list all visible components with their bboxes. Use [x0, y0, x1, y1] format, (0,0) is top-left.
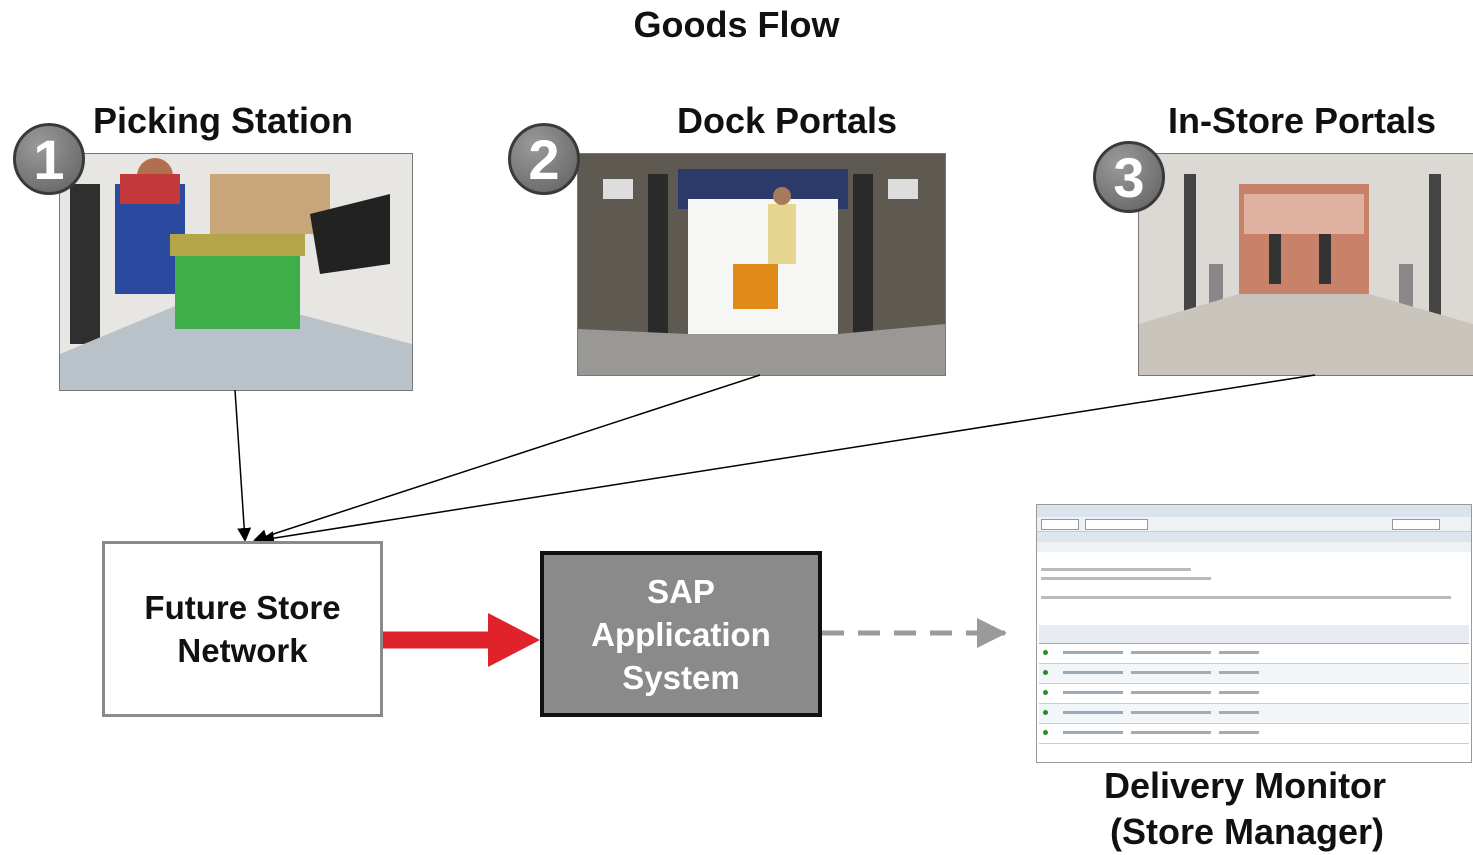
monitor-table	[1039, 625, 1469, 744]
network-box-line1: Future Store	[144, 589, 341, 626]
table-row	[1039, 724, 1469, 744]
dock-portal-photo	[577, 153, 946, 376]
future-store-network-box: Future Store Network	[102, 541, 383, 717]
in-store-portal-illustration	[1139, 154, 1473, 375]
network-to-sap-arrowhead	[488, 613, 540, 667]
table-row	[1039, 684, 1469, 704]
station-1-caption: Picking Station	[93, 100, 354, 141]
table-row	[1039, 704, 1469, 724]
monitor-caption-line2: (Store Manager)	[1110, 811, 1385, 852]
sap-box-line1: SAP	[647, 572, 715, 610]
dock-portal-illustration	[578, 154, 945, 375]
monitor-button	[1392, 519, 1440, 530]
monitor-text-line	[1037, 566, 1471, 575]
delivery-monitor-screenshot	[1036, 504, 1472, 763]
diagram-title: Goods Flow	[633, 4, 840, 45]
sap-box-line2: Application	[591, 615, 771, 653]
step-2-badge: 2	[508, 123, 580, 195]
dock-to-network-arrow	[253, 374, 761, 543]
monitor-subsection-header	[1037, 542, 1471, 552]
monitor-window-bar	[1037, 505, 1471, 517]
sap-application-system-box: SAP Application System	[540, 551, 822, 717]
sap-box-line3: System	[622, 658, 740, 696]
monitor-button	[1085, 519, 1148, 530]
table-row	[1039, 664, 1469, 684]
monitor-button	[1041, 519, 1079, 530]
picking-to-network-arrow	[234, 389, 252, 542]
picking-station-photo	[59, 153, 413, 391]
monitor-text-line	[1037, 594, 1471, 603]
table-row	[1039, 644, 1469, 664]
monitor-table-header	[1039, 625, 1469, 644]
monitor-text-line	[1037, 575, 1471, 584]
monitor-section-header	[1037, 532, 1471, 542]
in-store-portal-photo	[1138, 153, 1473, 376]
monitor-caption-line1: Delivery Monitor	[1104, 765, 1387, 806]
step-1-badge: 1	[13, 123, 85, 195]
station-2-caption: Dock Portals	[677, 100, 898, 141]
monitor-toolbar	[1037, 517, 1471, 532]
picking-station-illustration	[60, 154, 412, 390]
step-3-badge: 3	[1093, 141, 1165, 213]
station-3-caption: In-Store Portals	[1168, 100, 1437, 141]
network-box-line2: Network	[177, 632, 308, 669]
